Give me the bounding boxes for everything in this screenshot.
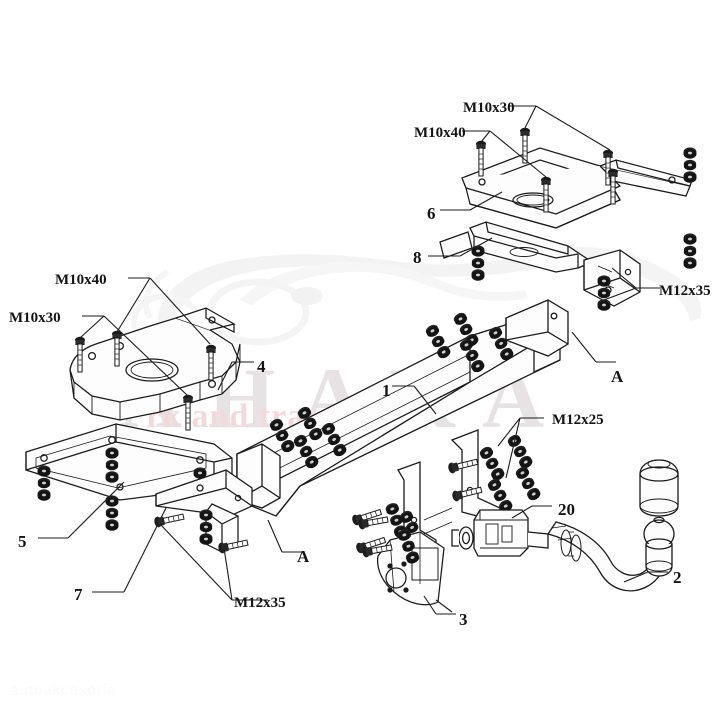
socket-plate-leader: [423, 595, 456, 615]
label-part-4: 4: [257, 357, 266, 376]
label-m12x35-bottom: M12x35: [234, 595, 286, 611]
left-bracket-leaders: [79, 277, 254, 397]
label-m10x40-top: M10x40: [414, 125, 466, 141]
label-part-5: 5: [18, 532, 27, 551]
label-part-7: 7: [74, 585, 83, 604]
label-m10x30-top: M10x30: [463, 100, 515, 116]
label-m12x35-right: M12x35: [659, 283, 711, 299]
top-right-leaders: [462, 105, 660, 363]
label-m12x25: M12x25: [552, 412, 604, 428]
label-part-8: 8: [413, 248, 422, 267]
label-part-2: 2: [673, 568, 682, 587]
label-part-3: 3: [459, 610, 468, 629]
label-part-1: 1: [382, 381, 391, 400]
label-m10x30-left: M10x30: [9, 310, 61, 326]
towball-assembly: [451, 459, 679, 592]
label-part-20: 20: [558, 500, 575, 519]
left-bracket-assembly: [69, 307, 241, 421]
label-a-right: A: [611, 367, 624, 386]
label-a-left: A: [297, 547, 310, 566]
bottom-left-rail: [155, 469, 253, 553]
towball-leaders: [511, 505, 668, 583]
crossbar-leaders: [392, 385, 544, 479]
label-m10x40-left: M10x40: [55, 272, 107, 288]
top-right-bracket-assembly: [428, 147, 693, 307]
bottom-left-leaders: [159, 519, 302, 601]
socket-mount-plate: [376, 531, 453, 613]
label-part-6: 6: [427, 204, 436, 223]
